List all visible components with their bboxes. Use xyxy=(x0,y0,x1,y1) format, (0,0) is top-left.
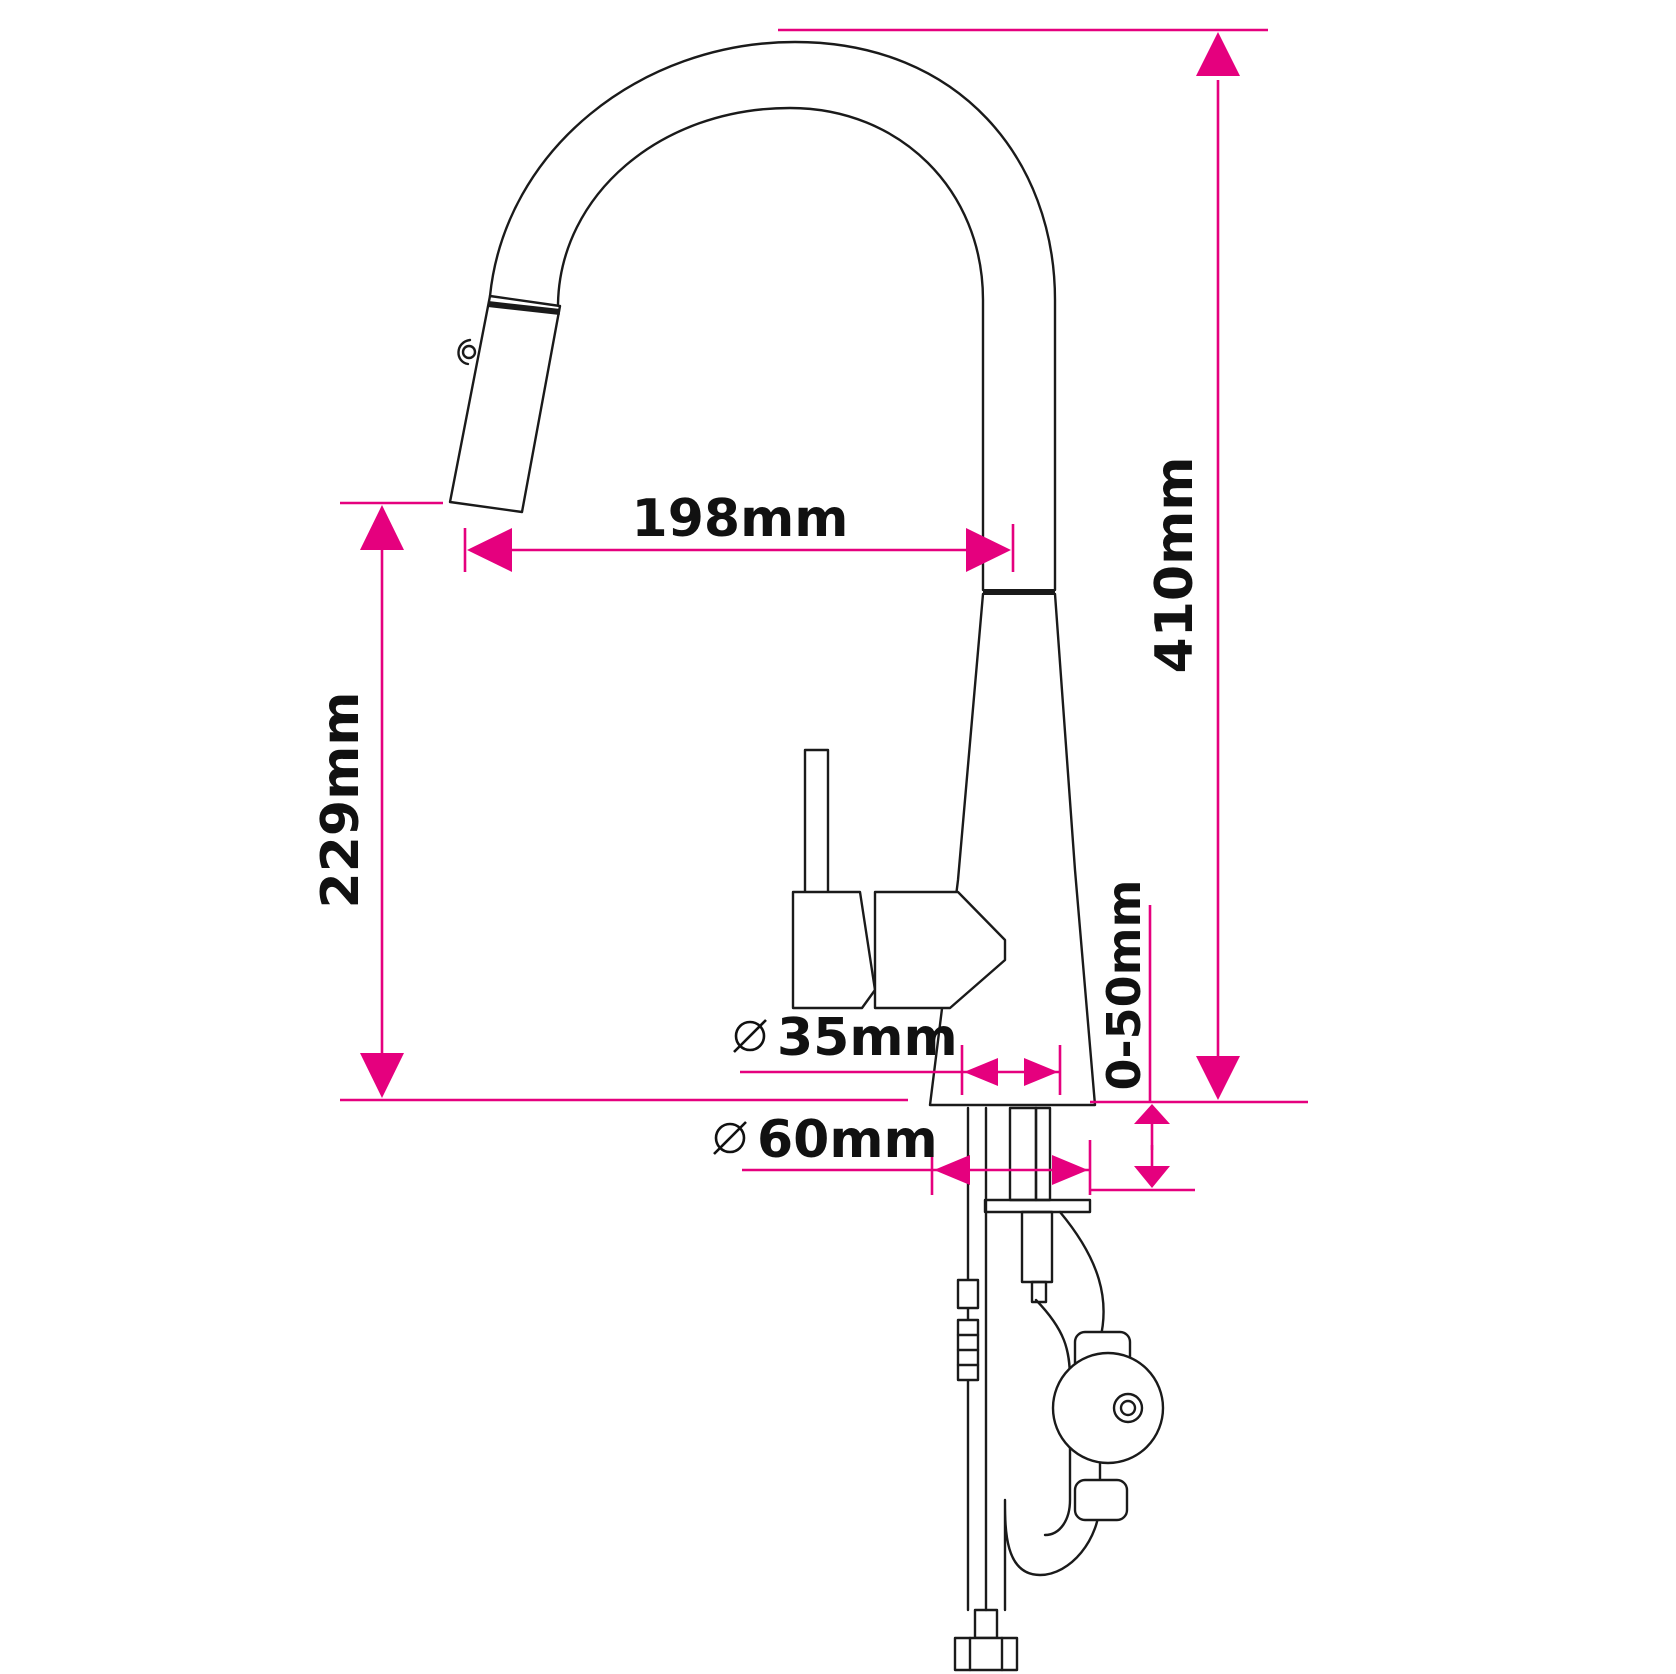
handle-diameter-label: 35mm xyxy=(777,1008,958,1068)
spout-height-label: 229mm xyxy=(311,692,371,909)
diameter-symbol-icon xyxy=(714,1122,746,1154)
deck-thickness-label: 0-50mm xyxy=(1097,880,1151,1091)
diameter-symbol-icon xyxy=(734,1020,766,1052)
deck-thickness-dimension xyxy=(1090,905,1308,1192)
handle-diameter-label-group: 35mm xyxy=(733,1008,958,1068)
supply-hose xyxy=(956,1106,988,1612)
spout-outer-curve xyxy=(488,40,1057,592)
base-diameter-dimension xyxy=(742,1140,1092,1195)
base-diameter-label: 60mm xyxy=(757,1110,938,1170)
hose-end-nut xyxy=(953,1608,1019,1672)
handle-diameter-dimension xyxy=(740,1045,1062,1095)
reach-dimension xyxy=(463,524,1015,572)
base-diameter-label-group: 60mm xyxy=(713,1110,938,1170)
hose-loop-with-weight xyxy=(1003,1210,1165,1612)
total-height-label: 410mm xyxy=(1145,457,1205,674)
spout-inner-curve xyxy=(556,106,985,592)
total-height-dimension xyxy=(778,28,1268,1100)
mounting-shank xyxy=(983,1106,1092,1304)
dimension-labels: 198mm 410mm 229mm 0-50mm 35mm 60mm xyxy=(311,457,1205,1170)
faucet-drawing xyxy=(448,40,1165,1672)
spray-head xyxy=(448,294,562,514)
lever-handle xyxy=(803,748,830,897)
handle-cartridge-right xyxy=(873,890,1007,1010)
faucet-body xyxy=(928,592,1097,1107)
reach-label: 198mm xyxy=(632,489,849,549)
dimension-lines xyxy=(340,28,1308,1195)
handle-cartridge-left xyxy=(791,890,877,1010)
spout-height-dimension xyxy=(340,501,908,1102)
